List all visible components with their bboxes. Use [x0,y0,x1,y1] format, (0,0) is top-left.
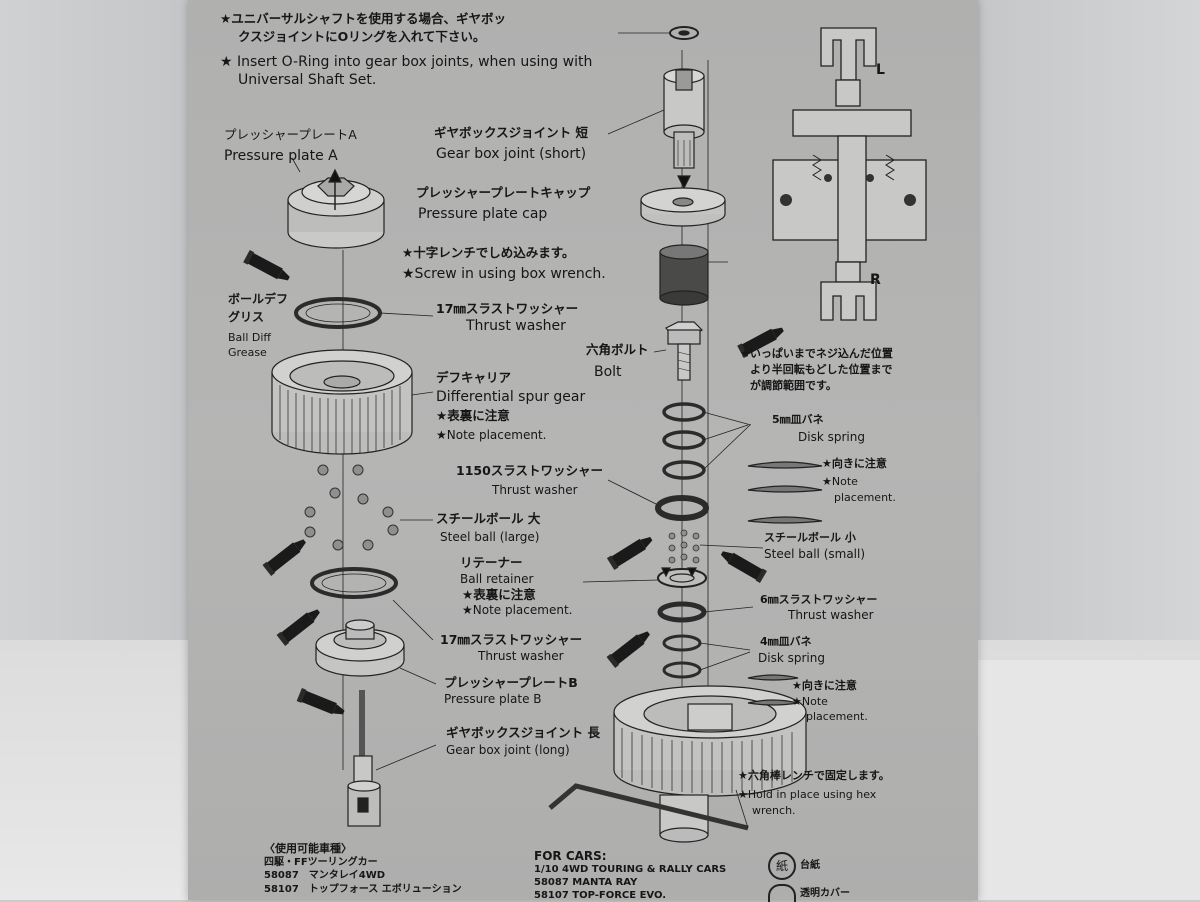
adjust-note-jp-3: が調節範囲です。 [750,379,837,392]
orient2-note-jp: ★向きに注意 [792,679,857,692]
cars-en-2: 58087 MANTA RAY [534,877,638,888]
diff-carrier-jp: デフキャリア [436,370,512,385]
recycle-plastic-icon [768,884,796,902]
thrust-washer-17b-jp: 17㎜スラストワッシャー [440,632,583,647]
oring-note-en-2: Universal Shaft Set. [238,72,377,88]
ball-diff-grease-en-2: Grease [228,346,267,359]
disk-spring-4-en: Disk spring [758,651,825,665]
label-r: R [870,272,881,288]
gear-joint-short-jp: ギヤボックスジョイント 短 [434,125,588,140]
pressure-plate-a-en: Pressure plate A [224,148,338,164]
orient-note-en-2: placement. [834,491,896,504]
label-l: L [876,62,885,78]
hex-wrench-en-1: ★Hold in place using hex [738,788,877,801]
screw-note-jp: ★十字レンチでしめ込みます。 [402,245,575,260]
recycle-plastic-label: 透明カバー [800,888,850,899]
diff-note-jp: ★表裏に注意 [436,408,510,423]
steel-ball-small-jp: スチールボール 小 [764,531,856,544]
pressure-plate-a-jp: プレッシャープレートA [224,127,357,142]
ball-diff-grease-jp-1: ボールデフ [228,292,289,306]
adjust-note-jp-1: ★いっぱいまでネジ込んだ位置 [740,347,893,360]
instruction-sheet: ★ユニバーサルシャフトを使用する場合、ギヤボッ クスジョイントにOリングを入れて… [188,0,978,902]
diff-spur-gear-en: Differential spur gear [436,389,586,405]
disk-spring-4-jp: 4㎜皿バネ [760,635,812,648]
adjust-note-jp-2: より半回転もどした位置まで [750,363,893,376]
thrust-6-jp: 6㎜スラストワッシャー [760,593,878,606]
thrust-washer-17-jp: 17㎜スラストワッシャー [436,301,579,316]
gear-joint-long-jp: ギヤボックスジョイント 長 [446,725,600,740]
recycle-paper-label: 台紙 [800,860,820,871]
hex-wrench-en-2: wrench. [752,804,796,817]
disk-spring-5-en: Disk spring [798,430,865,444]
retainer-note-jp: ★表裏に注意 [462,587,536,602]
cars-jp-head: 〈使用可能車種〉 [264,842,352,855]
thrust-1150-jp: 1150スラストワッシャー [456,463,604,478]
orient2-note-en-1: ★Note [792,695,828,708]
cars-en-head: FOR CARS: [534,849,607,863]
screw-note-en: ★Screw in using box wrench. [402,266,606,282]
orient-note-en-1: ★Note [822,475,858,488]
orient-note-jp: ★向きに注意 [822,457,887,470]
recycle-paper-icon: 紙 [768,852,796,880]
orient2-note-en-2: placement. [806,710,868,723]
oring-note-jp-1: ★ユニバーサルシャフトを使用する場合、ギヤボッ [220,11,506,26]
gear-joint-short-en: Gear box joint (short) [436,146,587,162]
retainer-en: Ball retainer [460,572,534,586]
pressure-plate-b-en: Pressure plate B [444,692,542,706]
cars-jp-1: 四駆・FFツーリングカー [264,857,378,868]
thrust-6-en: Thrust washer [788,608,874,622]
diff-note-en: ★Note placement. [436,428,547,442]
retainer-note-en: ★Note placement. [462,603,573,617]
pressure-plate-b-jp: プレッシャープレートB [444,675,578,690]
ball-diff-grease-jp-2: グリス [228,310,265,324]
oring-note-jp-2: クスジョイントにOリングを入れて下さい。 [238,29,486,44]
steel-ball-large-jp: スチールボール 大 [436,511,541,526]
thrust-1150-en: Thrust washer [492,483,578,497]
plate-cap-jp: プレッシャープレートキャップ [416,185,591,200]
cars-en-1: 1/10 4WD TOURING & RALLY CARS [534,864,727,875]
cars-en-3: 58107 TOP-FORCE EVO. [534,890,667,901]
steel-ball-small-en: Steel ball (small) [764,547,866,561]
retainer-jp: リテーナー [460,555,523,570]
bolt-jp: 六角ボルト [586,342,649,357]
table-surface-right [960,660,1200,900]
cars-jp-3: 58107 トップフォース エボリューション [264,884,462,895]
thrust-washer-17b-en: Thrust washer [478,649,564,663]
gear-joint-long-en: Gear box joint (long) [446,743,570,757]
ball-diff-grease-en-1: Ball Diff [228,331,272,344]
steel-ball-large-en: Steel ball (large) [440,530,540,544]
bolt-en: Bolt [594,364,622,380]
assembly-diagram [243,26,927,843]
cars-jp-2: 58087 マンタレイ4WD [264,870,386,881]
oring-note-en-1: ★ Insert O-Ring into gear box joints, wh… [220,54,593,70]
plate-cap-en: Pressure plate cap [418,206,548,222]
disk-spring-5-jp: 5㎜皿バネ [772,413,824,426]
thrust-washer-17-en: Thrust washer [466,318,566,334]
hex-wrench-jp: ★六角棒レンチで固定します。 [738,769,890,782]
